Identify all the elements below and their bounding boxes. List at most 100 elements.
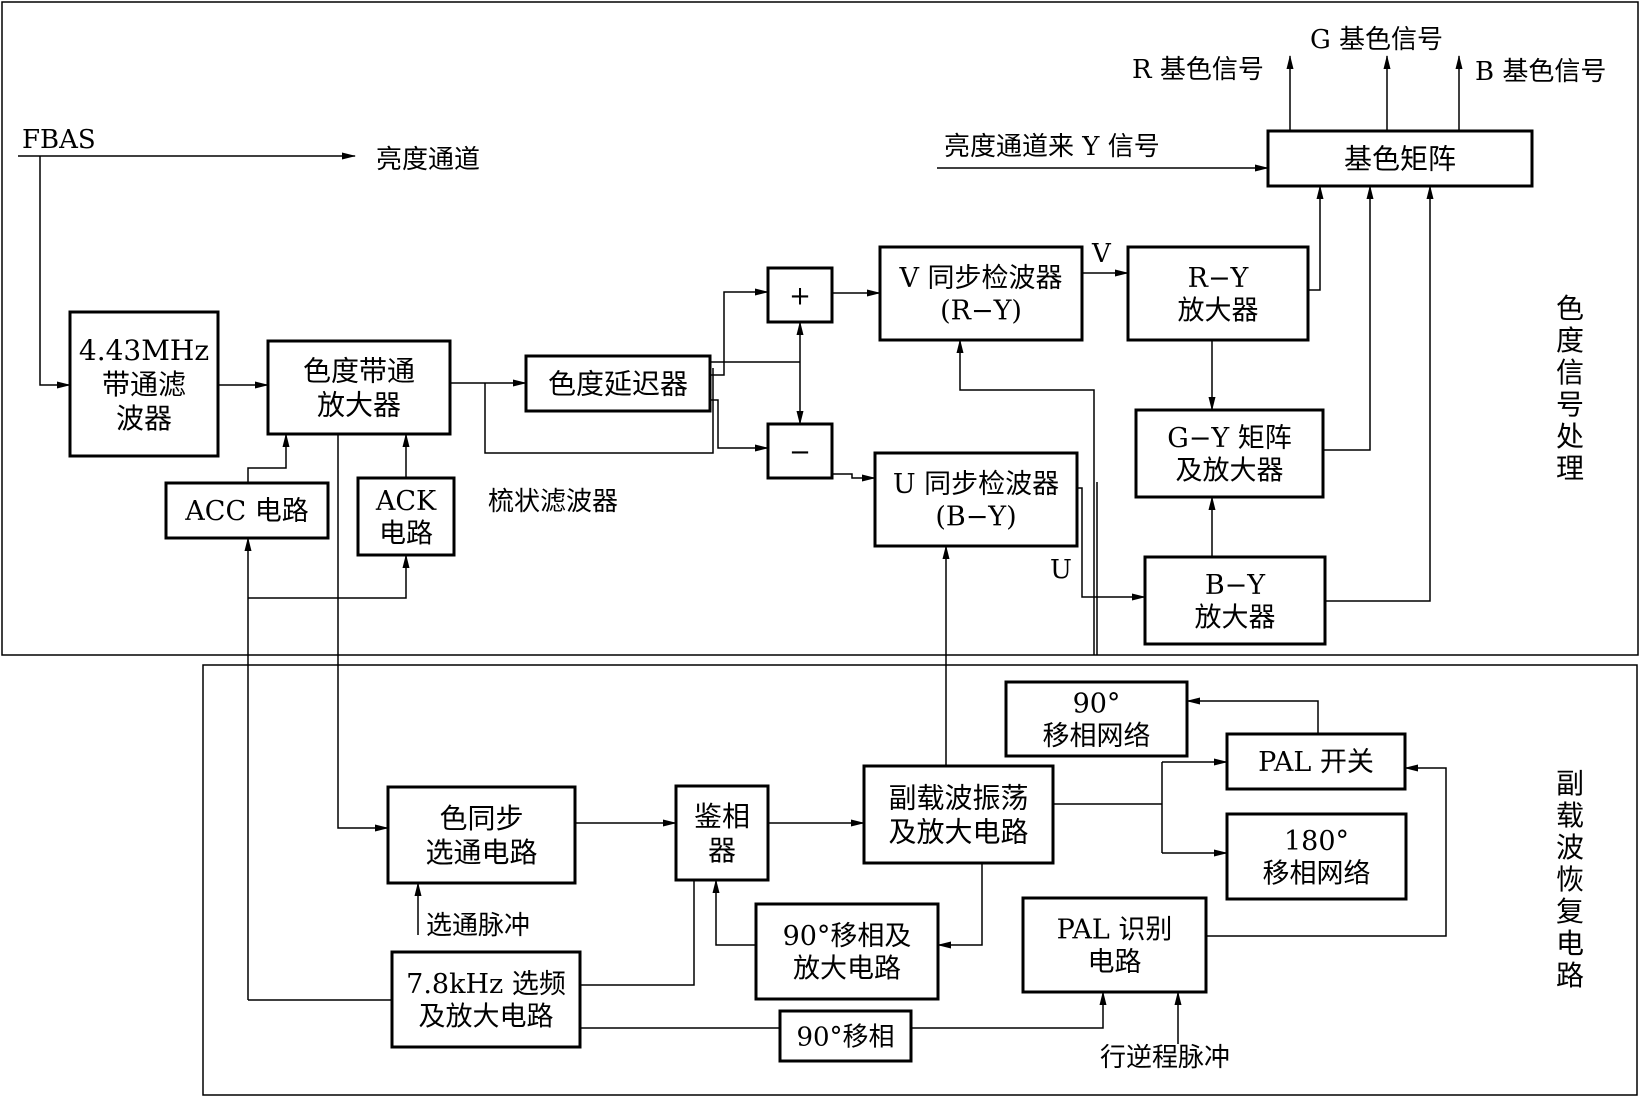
block-bpf-line-2: 带通滤: [102, 368, 186, 401]
block-pal-ident-box: [1021, 896, 1208, 994]
block-phase-det: 鉴相器: [674, 784, 770, 882]
block-delay-box: [524, 354, 712, 413]
block-chroma-amp-box: [266, 339, 452, 436]
block-bpf-line-1: 4.43MHz: [79, 334, 209, 367]
block-burst-gate-box: [386, 785, 577, 885]
block-ps90-net-line-1: 90°: [1073, 688, 1121, 719]
chroma-section-border: [1, 1, 1639, 656]
r-output-label: R 基色信号: [1132, 55, 1264, 85]
block-by-amp-line-1: B−Y: [1205, 570, 1266, 601]
wires: [18, 55, 1463, 1044]
fbas-label: FBAS: [22, 125, 96, 155]
block-v-det-line-1: V 同步检波器: [898, 263, 1062, 294]
block-acc-box: [164, 481, 330, 540]
wire-43: [712, 879, 756, 946]
wire-42: [937, 863, 983, 949]
block-pal-ident-line-2: 电路: [1088, 947, 1142, 978]
block-ps90-amp-line-2: 放大电路: [793, 954, 901, 985]
block-plus-box: [766, 266, 834, 324]
wire-25: [956, 339, 1095, 655]
block-bpf-line-3: 波器: [116, 402, 172, 435]
block-delay: 色度延迟器: [524, 354, 712, 413]
wire-19: [1077, 487, 1146, 601]
wire-26: [247, 433, 290, 483]
block-phase-det-box: [674, 784, 770, 882]
block-plus-line-1: +: [789, 281, 811, 311]
block-bpf-box: [68, 310, 220, 458]
block-chroma-amp-line-2: 放大器: [317, 389, 401, 422]
block-ps180-net-line-1: 180°: [1284, 826, 1349, 857]
block-gy-mat-line-2: 及放大器: [1176, 456, 1284, 487]
block-ack-line-2: 电路: [379, 519, 433, 550]
block-ps90-net-box: [1004, 680, 1189, 758]
block-ps90-line-1: 90°移相: [796, 1022, 894, 1052]
wire-5: [484, 368, 714, 454]
wire-16: [1323, 185, 1374, 451]
block-matrix-line-1: 基色矩阵: [1344, 143, 1456, 176]
wire-15: [1308, 185, 1324, 291]
wire-46: [911, 991, 1107, 1029]
block-by-amp-line-2: 放大器: [1195, 603, 1276, 634]
subcarrier-section-border: [202, 664, 1638, 1096]
b-output-label: B 基色信号: [1475, 57, 1606, 87]
gate-pulse-label: 选通脉冲: [426, 911, 530, 941]
block-ps90-net: 90°移相网络: [1004, 680, 1189, 758]
block-v-det: V 同步检波器(R−Y): [878, 245, 1084, 342]
block-pal-switch: PAL 开关: [1225, 732, 1407, 791]
block-phase-det-line-2: 器: [708, 834, 736, 867]
subcarrier-section-title: 副载波恢复电路: [1556, 767, 1584, 992]
block-ry-amp-line-1: R−Y: [1188, 263, 1250, 294]
u-signal-label: U: [1050, 555, 1072, 585]
block-plus: +: [766, 266, 834, 324]
block-ps90-amp-box: [754, 902, 940, 1001]
block-ps180-net-box: [1225, 812, 1408, 901]
block-ack-line-1: ACK: [375, 486, 437, 517]
block-osc-box: [862, 764, 1055, 865]
flyback-pulse-label: 行逆程脉冲: [1100, 1043, 1230, 1073]
block-delay-line-1: 色度延迟器: [548, 368, 688, 401]
wire-44: [580, 880, 695, 986]
block-u-det-line-1: U 同步检波器: [893, 469, 1059, 500]
comb-filter-label: 梳状滤波器: [488, 487, 618, 517]
block-acc-line-1: ACC 电路: [184, 496, 308, 527]
wire-31: [337, 434, 389, 832]
block-minus-box: [766, 422, 834, 480]
block-ps90-net-line-2: 移相网络: [1043, 721, 1151, 752]
block-chroma-amp-line-1: 色度带通: [303, 355, 415, 388]
block-v-det-line-2: (R−Y): [940, 296, 1022, 327]
v-signal-label: V: [1091, 239, 1112, 269]
block-ack-box: [356, 476, 456, 557]
wire-40: [1186, 697, 1319, 734]
chroma-section-title: 色度信号处理: [1556, 292, 1584, 485]
wire-17: [1325, 185, 1434, 602]
block-sel78-line-2: 及放大电路: [419, 1002, 554, 1033]
luma-y-label: 亮度通道来 Y 信号: [944, 132, 1160, 162]
wire-29: [248, 554, 410, 599]
block-burst-gate-line-2: 选通电路: [425, 836, 537, 869]
wire-2: [39, 156, 71, 389]
block-ps90: 90°移相: [778, 1009, 913, 1063]
block-minus: −: [766, 422, 834, 480]
block-u-det: U 同步检波器(B−Y): [873, 451, 1079, 548]
block-minus-line-1: −: [789, 437, 811, 467]
block-by-amp-box: [1143, 555, 1327, 646]
block-matrix-box: [1266, 129, 1534, 188]
block-matrix: 基色矩阵: [1266, 129, 1534, 188]
block-burst-gate-line-1: 色同步: [439, 802, 523, 835]
block-gy-mat-box: [1134, 408, 1325, 499]
block-v-det-box: [878, 245, 1084, 342]
block-ps90-amp-line-1: 90°移相及: [783, 921, 912, 952]
block-ry-amp-line-2: 放大器: [1178, 296, 1259, 327]
g-output-label: G 基色信号: [1310, 25, 1443, 55]
block-ps180-net: 180°移相网络: [1225, 812, 1408, 901]
block-u-det-box: [873, 451, 1079, 548]
